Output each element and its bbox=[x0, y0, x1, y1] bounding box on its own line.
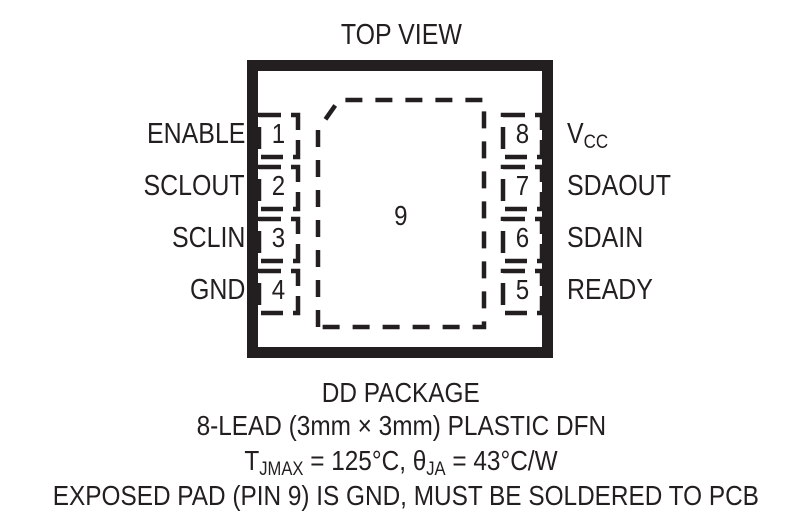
pin-number-5: 5 bbox=[515, 274, 530, 305]
pin-label-sclin: SCLIN bbox=[171, 222, 245, 254]
pin-pad-group-right bbox=[500, 112, 545, 316]
theta-ja-value: = 43°C/W bbox=[445, 445, 558, 476]
pin-pad-7 bbox=[500, 164, 545, 212]
pin-label-sdaout: SDAOUT bbox=[567, 170, 671, 202]
pin-pad-8 bbox=[500, 112, 545, 160]
pin-pad-3 bbox=[256, 216, 301, 264]
tjmax-value: = 125°C, bbox=[303, 445, 413, 476]
pin-number-4: 4 bbox=[271, 274, 286, 305]
theta-ja-symbol: θ bbox=[412, 445, 427, 476]
pin-number-8: 8 bbox=[515, 118, 530, 149]
theta-ja-subscript: JA bbox=[426, 458, 446, 480]
pin-pad-1 bbox=[256, 112, 301, 160]
page-title: TOP VIEW bbox=[0, 19, 802, 52]
pin-label-vcc-base: V bbox=[567, 118, 584, 150]
caption-thermal-data-text: TJMAX = 125°C, θJA = 43°C/W bbox=[244, 445, 558, 480]
pin-number-1: 1 bbox=[271, 118, 286, 149]
pin-number-6: 6 bbox=[515, 222, 530, 253]
pin-label-enable: ENABLE bbox=[146, 118, 245, 150]
caption-exposed-pad-note: EXPOSED PAD (PIN 9) IS GND, MUST BE SOLD… bbox=[0, 480, 802, 512]
pin-label-vcc: VCC bbox=[567, 118, 608, 152]
caption-lead-count: 8-LEAD (3mm × 3mm) PLASTIC DFN bbox=[0, 410, 802, 442]
package-body-side-walls bbox=[247, 60, 553, 358]
pin-number-3: 3 bbox=[271, 222, 286, 253]
pin-label-sclout: SCLOUT bbox=[143, 170, 245, 202]
caption-package-name: DD PACKAGE bbox=[0, 377, 802, 409]
pin-pad-4 bbox=[256, 268, 301, 316]
exposed-pad-number: 9 bbox=[0, 200, 802, 232]
exposed-pad-number-text: 9 bbox=[394, 200, 408, 231]
page-title-text: TOP VIEW bbox=[340, 19, 462, 51]
caption-thermal-data: TJMAX = 125°C, θJA = 43°C/W bbox=[0, 445, 802, 480]
pin-pad-group-left bbox=[256, 112, 301, 316]
caption-exposed-pad-note-text: EXPOSED PAD (PIN 9) IS GND, MUST BE SOLD… bbox=[52, 480, 759, 511]
pin-label-gnd: GND bbox=[189, 274, 245, 306]
pin-pad-6 bbox=[500, 216, 545, 264]
tjmax-symbol: T bbox=[244, 445, 260, 476]
caption-lead-count-text: 8-LEAD (3mm × 3mm) PLASTIC DFN bbox=[196, 410, 606, 441]
pin-pad-5 bbox=[500, 268, 545, 316]
pin-pad-2 bbox=[256, 164, 301, 212]
pin-label-ready: READY bbox=[567, 274, 653, 306]
pin-label-vcc-subscript: CC bbox=[583, 131, 609, 154]
pin-number-2: 2 bbox=[271, 170, 286, 201]
tjmax-subscript: JMAX bbox=[259, 458, 304, 480]
pin-label-sdain: SDAIN bbox=[567, 222, 644, 254]
caption-package-name-text: DD PACKAGE bbox=[322, 377, 480, 408]
pin-number-7: 7 bbox=[515, 170, 530, 201]
exposed-pad-outline bbox=[315, 97, 487, 330]
